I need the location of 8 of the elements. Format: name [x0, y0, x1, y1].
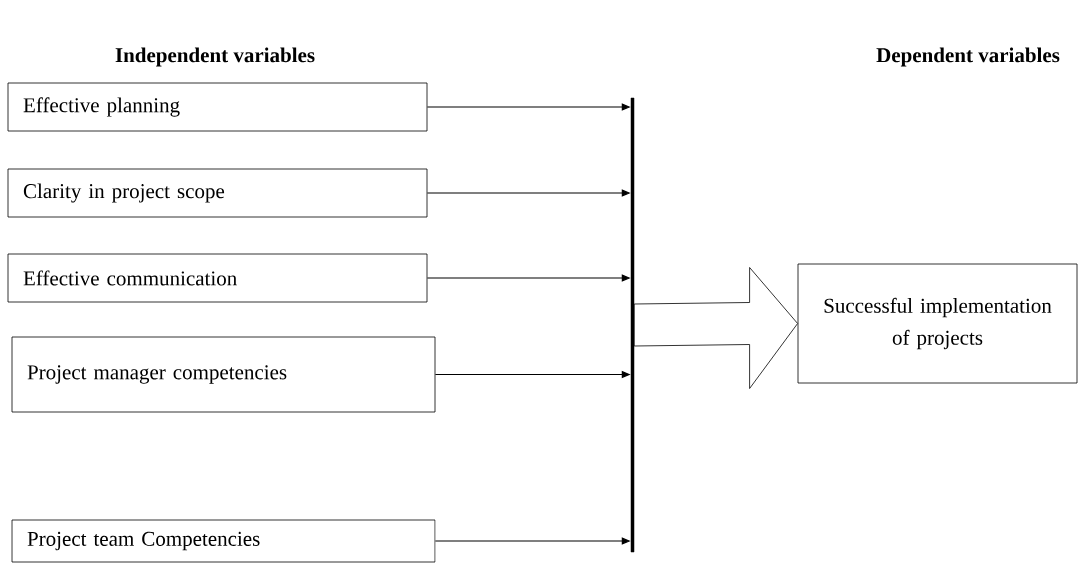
- outcome-box: Successful implementation of projects: [797, 263, 1078, 384]
- variable-box: Clarity in project scope: [7, 168, 428, 218]
- variable-box: Effective planning: [7, 82, 428, 132]
- block-arrow: [633, 267, 798, 389]
- variable-box: Project manager competencies: [11, 336, 436, 413]
- variable-box: Project team Competencies: [11, 519, 436, 563]
- variable-box: Effective communication: [7, 253, 428, 303]
- column-heading: Dependent variables: [876, 47, 1060, 67]
